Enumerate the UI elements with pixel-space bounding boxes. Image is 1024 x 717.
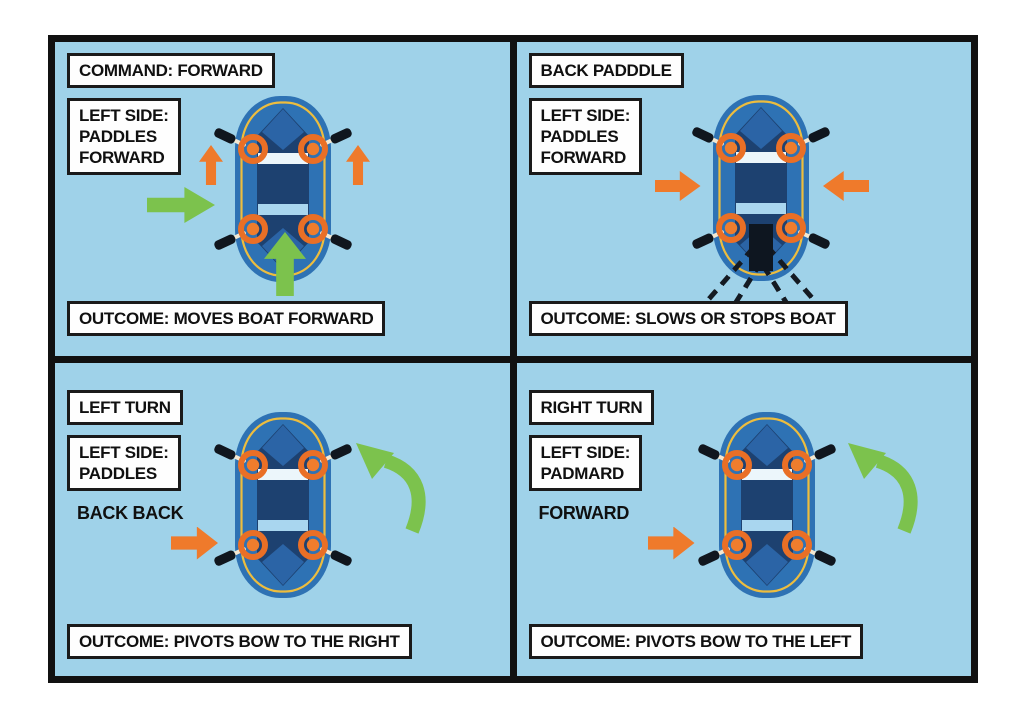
panel-title-box: BACK PADDDLE	[528, 53, 684, 89]
pivot-curved-arrow-icon	[847, 442, 918, 534]
stroke-direction-arrow-icon	[647, 526, 695, 560]
stop-plate-shape	[748, 224, 773, 271]
raft-top-view	[691, 93, 830, 283]
extra-instruction-label: FORWARD	[538, 502, 630, 523]
panel-back-paddle: BACK PADDDLE LEFT SIDE: PADDLES FORWARD	[516, 42, 971, 356]
stroke-direction-arrow-icon	[171, 526, 218, 560]
panel-command-forward: COMMAND: FORWARD LEFT SIDE: PADDLES FORW…	[55, 42, 510, 356]
paddle-forward-arrow-left-icon	[199, 145, 223, 185]
raft-top-view	[214, 94, 352, 284]
side-instruction-box: LEFT SIDE: PADDLES	[67, 434, 181, 491]
side-instruction-box: LEFT SIDE: PADDLES FORWARD	[528, 98, 643, 176]
paddle-commands-diagram: COMMAND: FORWARD LEFT SIDE: PADDLES FORW…	[48, 35, 978, 683]
paddle-forward-arrow-right-icon	[346, 145, 370, 185]
panel-right-turn: RIGHT TURN LEFT SIDE: PADMARD FORWARD	[516, 362, 971, 676]
pivot-curved-arrow-icon	[356, 442, 426, 534]
raft-top-view	[697, 410, 836, 600]
panel-left-turn: LEFT TURN LEFT SIDE: PADDLES BACK BACK	[55, 362, 510, 676]
outcome-box: OUTCOME: PIVOTS BOW TO THE LEFT	[528, 623, 864, 659]
back-paddle-arrow-left-icon	[654, 171, 701, 201]
outcome-box: OUTCOME: PIVOTS BOW TO THE RIGHT	[67, 623, 412, 659]
raft-top-view	[214, 410, 352, 600]
outcome-box: OUTCOME: SLOWS OR STOPS BOAT	[528, 301, 848, 337]
panel-title-box: LEFT TURN	[67, 389, 183, 425]
outcome-box: OUTCOME: MOVES BOAT FORWARD	[67, 301, 386, 337]
panel-title-box: COMMAND: FORWARD	[67, 53, 275, 89]
panel-title-box: RIGHT TURN	[528, 389, 655, 425]
side-instruction-box: LEFT SIDE: PADMARD	[528, 434, 643, 491]
command-direction-arrow-icon	[147, 187, 215, 223]
extra-instruction-label: BACK BACK	[77, 502, 184, 523]
side-instruction-box: LEFT SIDE: PADDLES FORWARD	[67, 98, 181, 176]
back-paddle-arrow-right-icon	[823, 171, 869, 201]
